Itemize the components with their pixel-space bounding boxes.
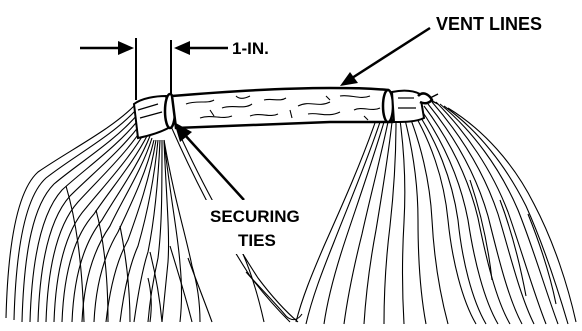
dimension-indicator bbox=[80, 38, 228, 100]
left-securing-tie bbox=[134, 94, 175, 138]
vent-lines-leader bbox=[340, 28, 430, 86]
right-securing-tie bbox=[392, 91, 438, 122]
right-lines-bundle bbox=[296, 102, 576, 324]
right-tie-knot bbox=[418, 93, 432, 103]
securing-ties-leader bbox=[174, 122, 244, 200]
dimension-label: 1-IN. bbox=[232, 39, 269, 58]
vent-lines-label: VENT LINES bbox=[436, 14, 542, 34]
vent-tube-body bbox=[172, 88, 392, 128]
securing-ties-label-line1: SECURING bbox=[210, 207, 300, 226]
vent-lines-tube bbox=[172, 88, 393, 128]
dimension-left-arrowhead bbox=[118, 41, 134, 55]
dimension-right-arrowhead bbox=[174, 41, 190, 55]
vent-lines-arrowhead bbox=[340, 72, 358, 86]
securing-ties-label-line2: TIES bbox=[238, 231, 276, 250]
